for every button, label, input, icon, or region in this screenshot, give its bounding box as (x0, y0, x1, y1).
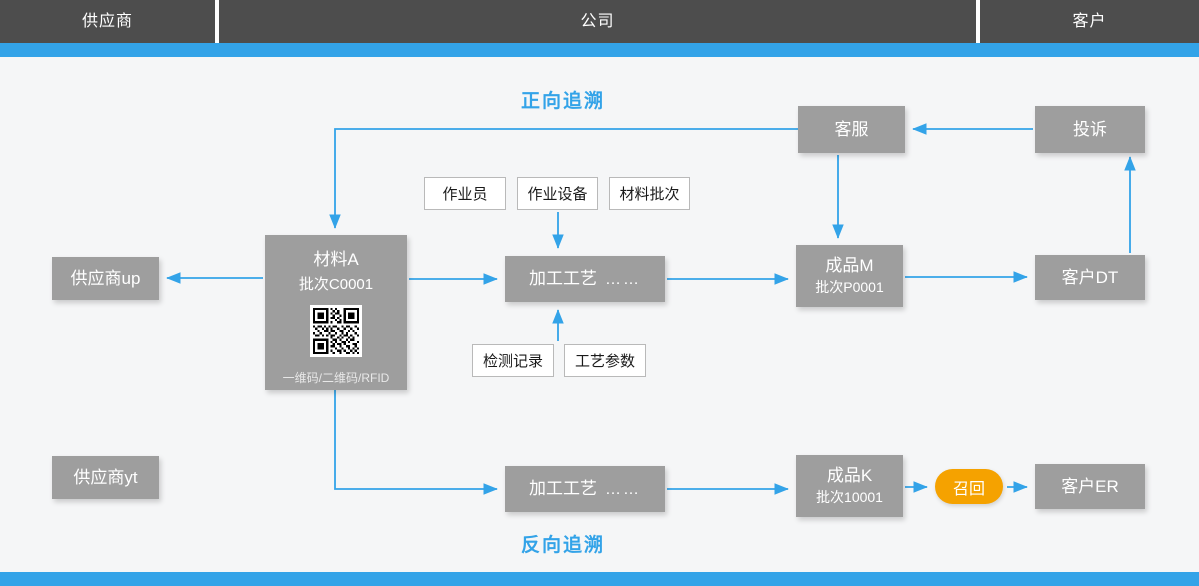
node-customer-er-title: 客户ER (1061, 476, 1119, 496)
node-complaint[interactable]: 投诉 (1035, 106, 1145, 153)
header-row: 供应商 公司 客户 (0, 0, 1199, 43)
forward-trace-text: 正向追溯 (521, 91, 606, 112)
chip-process-parameters[interactable]: 工艺参数 (564, 344, 646, 377)
node-customer-dt-title: 客户DT (1061, 267, 1119, 287)
forward-trace-label: 正向追溯 (521, 86, 605, 113)
node-process-top-dots: …… (605, 270, 641, 288)
node-process-bottom-label: 加工工艺 (529, 478, 597, 498)
node-material-code-label: 一维码/二维码/RFID (282, 371, 390, 385)
node-customer-dt[interactable]: 客户DT (1035, 255, 1145, 300)
node-customer-service-title: 客服 (834, 119, 869, 139)
chip-inspection-record-label: 检测记录 (482, 353, 543, 370)
header-label-company: 公司 (580, 13, 615, 30)
header-accent-bar (0, 43, 1199, 57)
node-process-bottom[interactable]: 加工工艺 …… (505, 466, 665, 512)
chip-material-batch-label: 材料批次 (619, 186, 680, 203)
chip-operator[interactable]: 作业员 (424, 177, 506, 210)
header-cell-company: 公司 (219, 0, 976, 43)
chip-equipment[interactable]: 作业设备 (517, 177, 598, 210)
node-product-m-title: 成品M (825, 256, 874, 275)
node-material-batch: 批次C0001 (298, 276, 374, 293)
chip-material-batch[interactable]: 材料批次 (609, 177, 690, 210)
chip-inspection-record[interactable]: 检测记录 (472, 344, 554, 377)
node-product-k-batch: 批次10001 (816, 489, 883, 505)
node-customer-service[interactable]: 客服 (798, 106, 905, 153)
qr-code-icon[interactable] (310, 305, 362, 357)
node-product-m[interactable]: 成品M 批次P0001 (796, 245, 903, 307)
node-supplier-yt-title: 供应商yt (73, 467, 138, 487)
node-product-k[interactable]: 成品K 批次10001 (796, 455, 903, 517)
node-material-title: 材料A (313, 250, 359, 269)
node-supplier-up[interactable]: 供应商up (52, 257, 159, 300)
chip-process-parameters-label: 工艺参数 (574, 353, 635, 370)
node-supplier-up-title: 供应商up (70, 268, 141, 288)
reverse-trace-text: 反向追溯 (521, 535, 606, 556)
node-customer-er[interactable]: 客户ER (1035, 464, 1145, 509)
header-cell-customer: 客户 (980, 0, 1199, 43)
node-process-top[interactable]: 加工工艺 …… (505, 256, 665, 302)
node-process-bottom-dots: …… (605, 480, 641, 498)
header-label-customer: 客户 (1072, 13, 1107, 30)
reverse-trace-label: 反向追溯 (521, 530, 605, 557)
chip-equipment-label: 作业设备 (527, 186, 588, 203)
node-process-bottom-title: 加工工艺 …… (529, 478, 641, 501)
header-cell-supplier: 供应商 (0, 0, 215, 43)
node-material-a[interactable]: 材料A 批次C0001 (265, 235, 407, 390)
header-label-supplier: 供应商 (81, 13, 133, 30)
node-process-top-label: 加工工艺 (529, 268, 597, 288)
recall-badge[interactable]: 召回 (935, 469, 1003, 504)
node-product-m-batch: 批次P0001 (815, 279, 884, 295)
node-complaint-title: 投诉 (1073, 119, 1107, 139)
chip-operator-label: 作业员 (442, 186, 488, 203)
node-supplier-yt[interactable]: 供应商yt (52, 456, 159, 499)
node-process-top-title: 加工工艺 …… (529, 268, 641, 291)
footer-accent-bar (0, 572, 1199, 586)
recall-badge-label: 召回 (952, 480, 985, 498)
node-product-k-title: 成品K (826, 466, 873, 485)
